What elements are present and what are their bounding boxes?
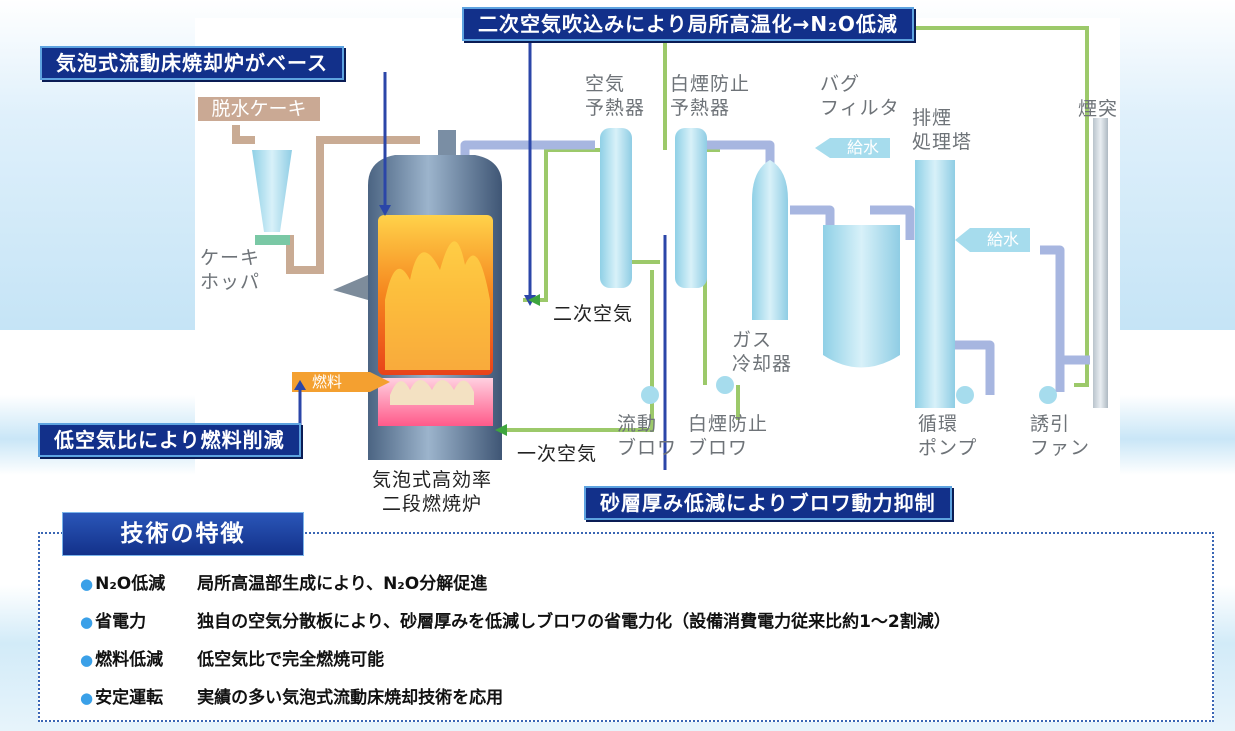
diagram-panel <box>195 18 1120 498</box>
cake-hopper <box>252 150 292 232</box>
bullet-icon: ● <box>80 613 94 631</box>
label-fuel: 燃料 <box>311 373 342 391</box>
feature-name: 安定運転 <box>95 688 164 708</box>
gas-cooler <box>752 160 788 320</box>
fluid-blower-icon <box>641 386 659 404</box>
label-induced-fan: 誘引 ファン <box>1030 413 1091 459</box>
label-flue-gas-tower: 排煙 処理塔 <box>912 107 973 153</box>
feature-desc: 実績の多い気泡式流動床焼却技術を応用 <box>197 688 504 708</box>
bullet-icon: ● <box>80 651 94 669</box>
label-water-supply-2: 給水 <box>986 230 1019 249</box>
label-fluid-blower: 流動 ブロワ <box>617 413 678 459</box>
white-smoke-blower-icon <box>716 376 734 394</box>
chimney <box>1093 118 1108 408</box>
feature-desc: 局所高温部生成により、N₂O分解促進 <box>197 574 488 594</box>
furnace-vessel <box>333 130 502 460</box>
label-chimney: 煙突 <box>1078 98 1119 120</box>
feature-name: 燃料低減 <box>95 650 164 670</box>
label-cake-hopper: ケーキ ホッパ <box>200 247 261 293</box>
feature-name: N₂O低減 <box>95 574 166 594</box>
feature-row: ●安定運転 実績の多い気泡式流動床焼却技術を応用 <box>80 684 503 712</box>
label-dewatered-cake: 脱水ケーキ <box>198 97 320 121</box>
cake-pipe-tan <box>232 125 420 274</box>
label-white-smoke-preheater: 白煙防止 予熱器 <box>670 73 751 119</box>
water-tag-1 <box>815 138 890 158</box>
water-tag-2 <box>955 228 1030 252</box>
induced-fan-icon <box>1039 386 1057 404</box>
feature-desc: 独自の空気分散板により、砂層厚みを低減しブロワの省電力化（設備消費電力従来比約1… <box>197 612 951 632</box>
label-white-smoke-blower: 白煙防止 ブロワ <box>688 413 769 459</box>
banner-sand-layer: 砂層厚み低減によりブロワ動力抑制 <box>584 486 952 520</box>
label-gas-cooler: ガス 冷却器 <box>732 329 793 375</box>
banner-low-air-ratio: 低空気比により燃料削減 <box>38 423 301 457</box>
bullet-icon: ● <box>80 575 94 593</box>
feature-row: ●省電力 独自の空気分散板により、砂層厚みを低減しブロワの省電力化（設備消費電力従… <box>80 608 951 636</box>
label-secondary-air: 二次空気 <box>553 303 634 325</box>
feature-desc: 低空気比で完全燃焼可能 <box>197 650 385 670</box>
features-box <box>38 532 1214 722</box>
feature-row: ●N₂O低減 局所高温部生成により、N₂O分解促進 <box>80 570 487 598</box>
label-water-supply-1: 給水 <box>846 138 879 157</box>
bullet-icon: ● <box>80 689 94 707</box>
flue-gas-tower <box>915 160 955 408</box>
label-air-preheater: 空気 予熱器 <box>585 73 646 119</box>
feature-name: 省電力 <box>95 612 147 632</box>
circulation-pump-icon <box>956 386 974 404</box>
banner-base-furnace: 気泡式流動床焼却炉がベース <box>40 46 344 80</box>
bag-filter <box>823 225 900 368</box>
label-furnace: 気泡式高効率 二段燃焼炉 <box>372 469 493 515</box>
white-smoke-preheater <box>675 128 707 288</box>
fuel-box <box>292 372 390 392</box>
label-bag-filter: バグ フィルタ <box>820 73 900 119</box>
air-preheater <box>600 128 632 288</box>
banner-secondary-air-blowing: 二次空気吹込みにより局所高温化→N₂O低減 <box>462 7 914 41</box>
label-primary-air: 一次空気 <box>517 443 598 465</box>
feature-row: ●燃料低減 低空気比で完全燃焼可能 <box>80 646 384 674</box>
gas-pipes-purple <box>460 140 1090 395</box>
label-circulation-pump: 循環 ポンプ <box>918 413 978 459</box>
features-title: 技術の特徴 <box>62 512 304 556</box>
